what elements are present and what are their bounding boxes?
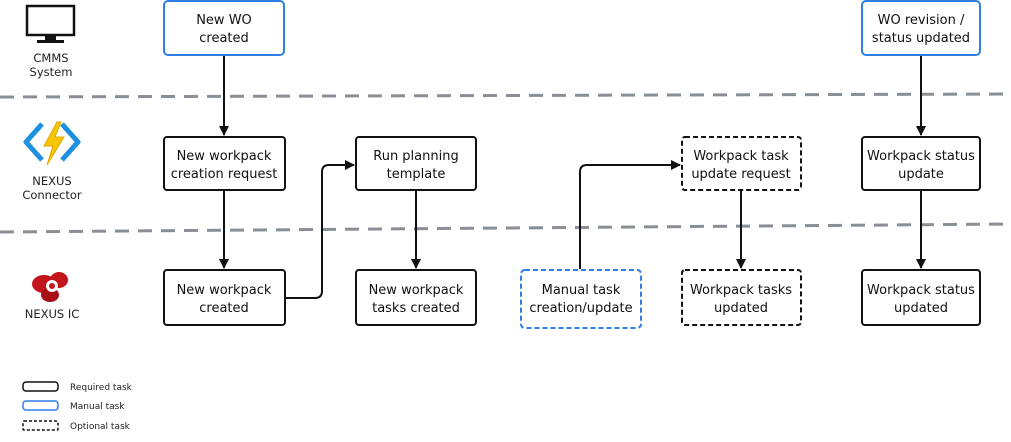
- legend: Required task Manual task Optional task: [22, 381, 133, 432]
- box-status-update-line1: Workpack status: [867, 149, 975, 164]
- lane-label-cmms: CMMS: [33, 51, 68, 65]
- box-new-wo-line1: New WO: [196, 13, 252, 28]
- box-wo-revision-line2: status updated: [872, 31, 970, 46]
- box-new-wo-created: New WO created: [163, 0, 285, 56]
- box-status-updated-line1: Workpack status: [867, 283, 975, 298]
- box-task-update-request-line1: Workpack task: [693, 149, 789, 164]
- lane-label-connector: NEXUS: [32, 174, 71, 188]
- box-tasks-updated-line2: updated: [714, 301, 768, 316]
- box-tasks-created: New workpack tasks created: [355, 269, 477, 326]
- box-tasks-created-line1: New workpack: [369, 283, 464, 298]
- legend-label-required: Required task: [70, 383, 133, 393]
- box-status-updated: Workpack status updated: [861, 269, 981, 326]
- legend-label-optional: Optional task: [70, 422, 131, 432]
- box-wo-revision-line1: WO revision /: [878, 13, 965, 28]
- box-run-planning-line1: Run planning: [373, 149, 458, 164]
- box-status-updated-line2: updated: [894, 301, 948, 316]
- arrow-manual-to-update-request: [579, 160, 681, 269]
- legend-swatch-manual: [22, 400, 59, 411]
- box-task-update-request: Workpack task update request: [681, 136, 802, 191]
- lane-label-cmms-2: System: [30, 65, 73, 79]
- lane-label-ic: NEXUS IC: [25, 307, 80, 321]
- box-status-update-line2: update: [898, 167, 944, 182]
- lane-label-connector-2: Connector: [22, 188, 82, 202]
- box-workpack-created: New workpack created: [163, 269, 286, 326]
- box-wo-revision: WO revision / status updated: [861, 0, 981, 56]
- box-creation-request-line2: creation request: [171, 167, 278, 182]
- legend-swatch-required: [22, 381, 59, 392]
- box-manual-task-line2: creation/update: [529, 301, 632, 316]
- box-workpack-created-line1: New workpack: [177, 283, 272, 298]
- box-task-update-request-line2: update request: [691, 167, 790, 182]
- lane-divider-bottom: [0, 222, 1011, 234]
- box-status-update: Workpack status update: [861, 136, 981, 191]
- monitor-icon: [25, 4, 76, 43]
- arrow-created-to-planning: [285, 160, 355, 299]
- box-tasks-created-line2: tasks created: [372, 301, 460, 316]
- lightning-bolt-icon: [23, 121, 81, 166]
- nexus-logo-icon: [32, 272, 68, 302]
- box-manual-task-line1: Manual task: [542, 283, 621, 298]
- lane-divider-top: [0, 92, 1011, 99]
- box-manual-task: Manual task creation/update: [520, 269, 642, 329]
- box-creation-request: New workpack creation request: [163, 136, 286, 191]
- box-run-planning-line2: template: [387, 167, 446, 182]
- box-creation-request-line1: New workpack: [177, 149, 272, 164]
- box-tasks-updated: Workpack tasks updated: [681, 269, 802, 326]
- box-new-wo-line2: created: [199, 31, 249, 46]
- box-workpack-created-line2: created: [199, 301, 249, 316]
- legend-swatch-optional: [22, 420, 59, 431]
- box-tasks-updated-line1: Workpack tasks: [690, 283, 792, 298]
- legend-label-manual: Manual task: [70, 402, 125, 412]
- box-run-planning: Run planning template: [355, 136, 477, 191]
